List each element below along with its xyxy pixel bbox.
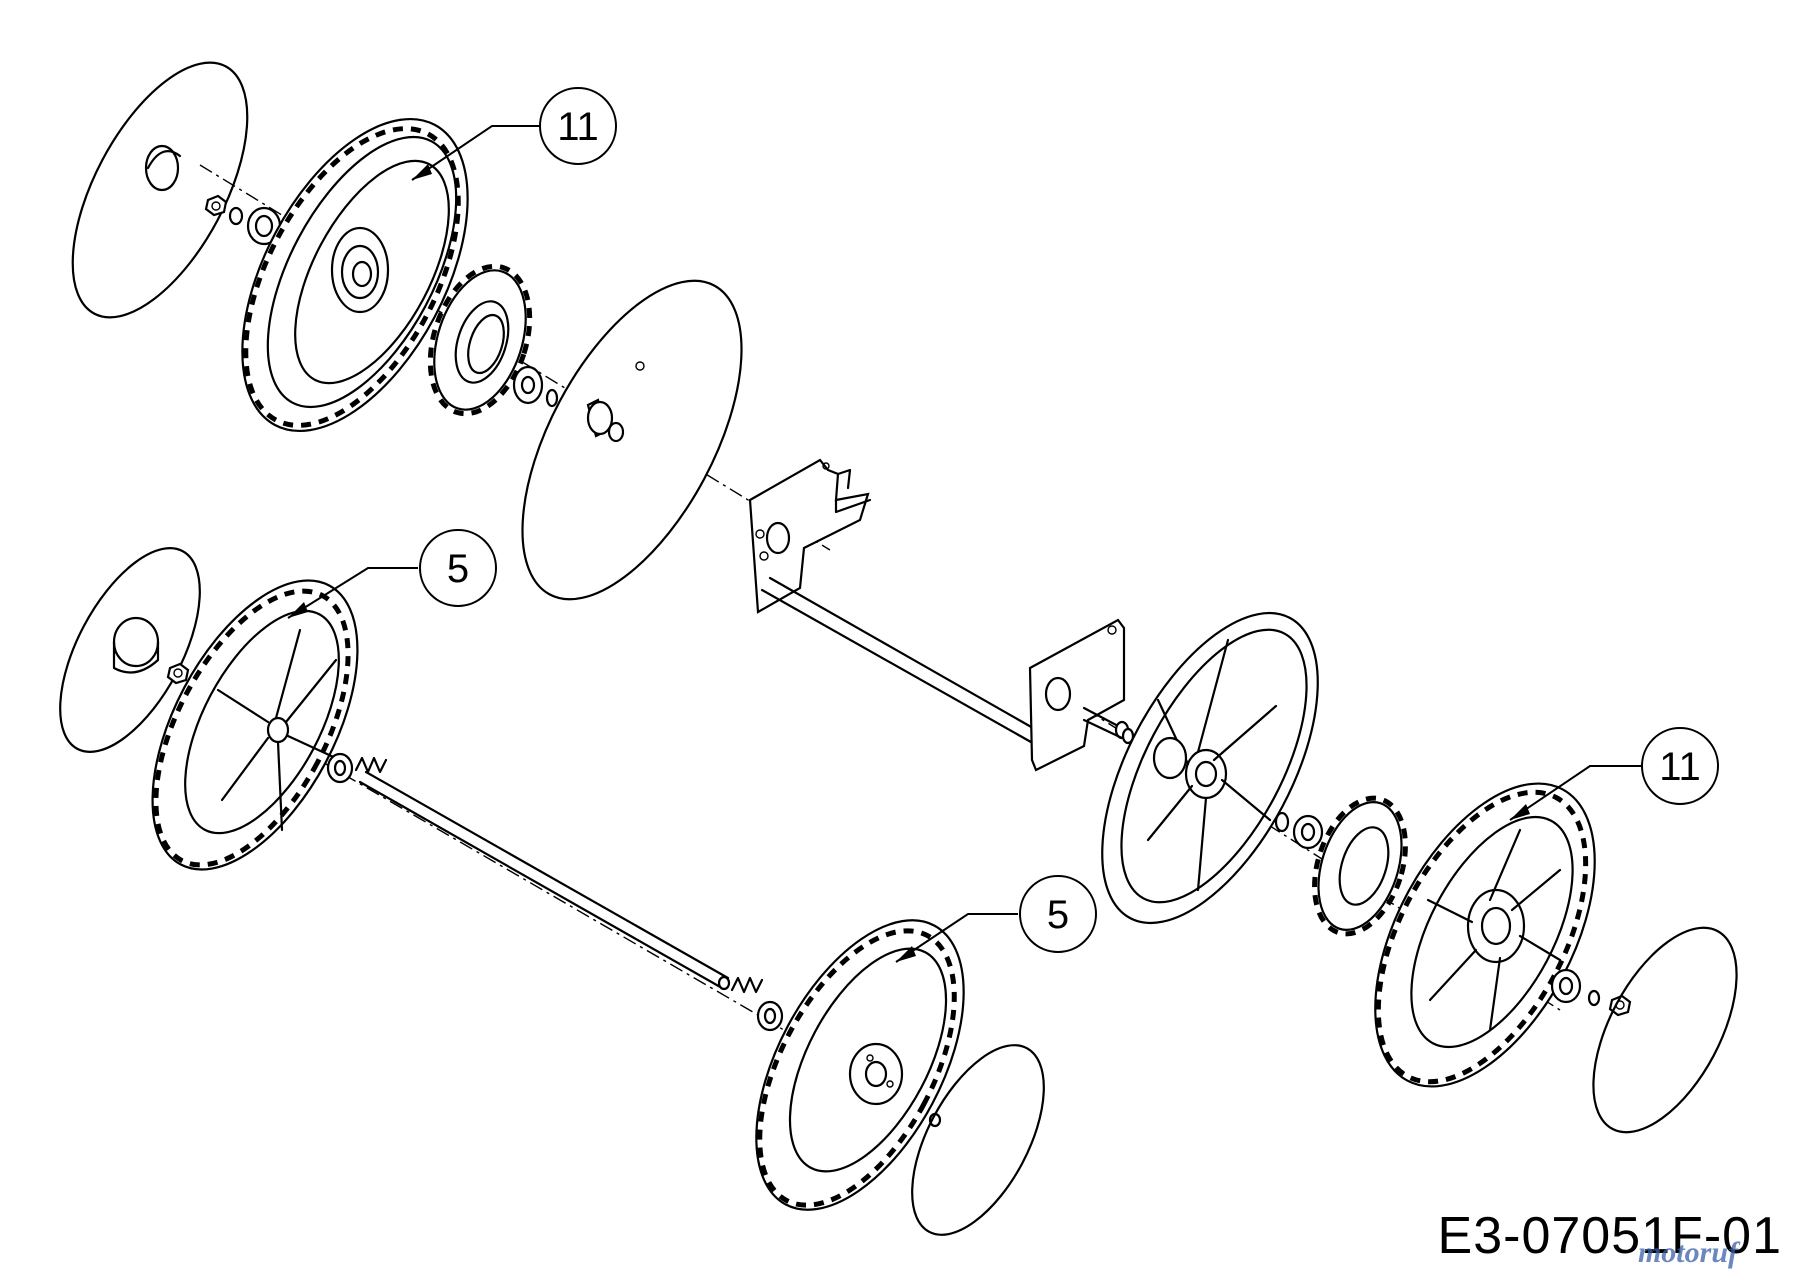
bushing-front-left: [326, 752, 354, 784]
washer-rear-right-outer: [1587, 989, 1601, 1007]
spring-front-left: [354, 756, 388, 774]
svg-text:11: 11: [1659, 745, 1701, 789]
callout-wheel-rear-right: 11: [1641, 727, 1719, 805]
gear-rear-right: [1312, 795, 1408, 937]
front-axle-rod: [358, 770, 731, 991]
wheel-plate-rear-right: [1101, 611, 1319, 925]
svg-text:11: 11: [557, 105, 599, 149]
watermark-logo: motoruf: [1637, 1236, 1738, 1269]
callout-wheel-rear-left: 11: [539, 87, 617, 165]
rear-axle-bracket-left: [748, 458, 872, 614]
nut-front-left: [166, 662, 190, 685]
wheel-front-left: [151, 579, 359, 871]
callout-wheel-front-right: 5: [1019, 875, 1097, 953]
bearing-rear-right: [1274, 811, 1324, 850]
washer-rear-left: [228, 206, 244, 226]
rear-axle-bracket-right: [1028, 618, 1135, 772]
hub-cap-rear-left: [71, 61, 249, 319]
bushing-front-right: [756, 1000, 784, 1032]
gear-rear-left: [427, 263, 533, 417]
hub-cap-rear-right: [1592, 926, 1738, 1134]
rear-axle-tube: [760, 576, 1042, 748]
drawing-number: E3-07051F-01: [1437, 1207, 1782, 1265]
svg-text:5: 5: [1047, 893, 1069, 937]
bearing-rear-right-outer: [1550, 968, 1582, 1004]
leader-lines: [287, 125, 1642, 963]
hub-cap-front-right: [911, 1044, 1045, 1236]
spring-front-right: [730, 976, 764, 994]
cover-plate-rear-left: [521, 279, 743, 601]
nut-rear-right: [1608, 994, 1632, 1017]
svg-text:5: 5: [447, 547, 469, 591]
bearing-rear-left-inner: [512, 365, 544, 405]
nut-rear-left: [204, 194, 228, 217]
callout-wheel-front-left: 5: [419, 529, 497, 607]
wheel-rear-left: [241, 117, 469, 433]
wheel-front-right: [755, 919, 965, 1211]
washer-rear-left-inner: [545, 388, 559, 408]
